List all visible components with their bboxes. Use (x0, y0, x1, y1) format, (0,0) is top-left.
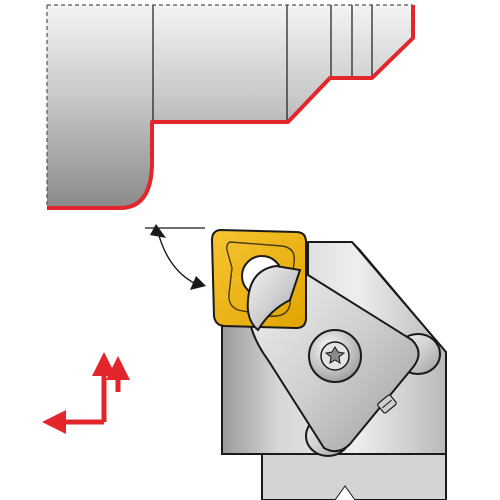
top-view-holder (46, 4, 415, 210)
feed-direction-arrows-icon (42, 352, 130, 434)
cutting-edge-contour (47, 5, 415, 210)
clamp-tip (246, 264, 302, 332)
holder-shank-front (261, 453, 447, 500)
top-view-body (47, 5, 413, 208)
head-chamfer (351, 241, 447, 353)
shank-break-mark (334, 485, 356, 500)
lever-pivot-screw (377, 394, 397, 414)
curved-double-arrow-icon (145, 224, 206, 290)
torx-screw-icon (308, 329, 362, 383)
front-view-holder (221, 241, 447, 500)
